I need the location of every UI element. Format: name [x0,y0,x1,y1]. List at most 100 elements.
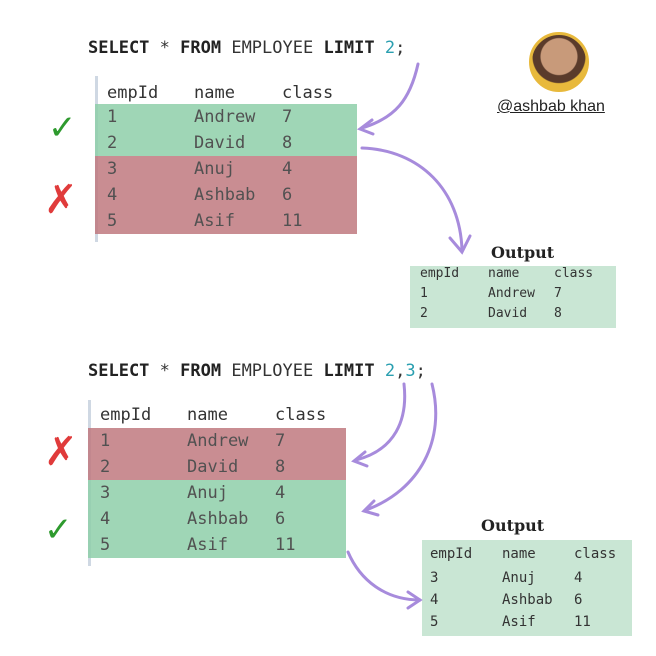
col-empid: empId [100,405,152,425]
col-empid: empId [107,83,159,103]
author-handle[interactable]: @ashbab khan [497,98,605,115]
table-row: 5 Asif 11 [88,532,346,558]
cell-empid: 4 [430,592,439,608]
check-icon: ✓ [44,510,73,550]
arrow-count-to-row3 [364,382,438,512]
table-header: empId name class [95,80,357,106]
limit-offset: 2 [384,361,396,381]
table-name: EMPLOYEE [221,38,324,58]
col-class: class [275,405,327,425]
col-name: name [194,83,235,103]
cell-empid: 2 [100,457,111,477]
limit-arg: 2 [384,38,396,58]
table-row: 1 Andrew 7 [95,104,357,130]
cell-empid: 1 [420,286,428,301]
cell-empid: 2 [420,306,428,321]
cross-icon: ✗ [44,429,78,475]
cell-class: 4 [282,159,293,179]
keyword-select: SELECT [88,361,150,381]
table-row: 2 David 8 [95,130,357,156]
cell-class: 4 [275,483,286,503]
output-table-2: empId name class 3 Anuj 4 4 Ashbab 6 5 A… [422,540,632,636]
col-class: class [574,546,617,562]
table-row: 4 Ashbab 6 [95,182,357,208]
cell-class: 4 [574,570,583,586]
cell-name: Andrew [187,431,249,451]
limit-count: 3 [405,361,416,381]
cell-class: 8 [275,457,286,477]
cell-name: David [488,306,528,321]
arrow-limit-to-row2 [360,62,420,130]
table-name: EMPLOYEE [221,361,324,381]
table-header: empId name class [88,402,346,428]
col-empid: empId [430,546,473,562]
arrow-head [356,118,375,136]
cell-empid: 5 [107,211,118,231]
col-class: class [554,266,594,281]
cell-empid: 4 [107,185,118,205]
arrow-rows-to-output [346,550,422,602]
arrow-head [351,450,369,468]
keyword-from: FROM [180,38,222,58]
table-row: 4 Ashbab 6 [88,506,346,532]
cell-name: Andrew [488,286,535,301]
cell-class: 7 [554,286,562,301]
cell-empid: 1 [107,107,118,127]
cell-class: 7 [275,431,286,451]
semicolon: ; [395,38,406,58]
cell-name: David [187,457,239,477]
cell-name: Anuj [194,159,235,179]
query-1: SELECT * FROM EMPLOYEE LIMIT 2; [88,38,405,58]
cell-empid: 4 [100,509,111,529]
table-row: 3 Anuj 4 [95,156,357,182]
avatar [529,32,589,92]
cell-name: Ashbab [194,185,256,205]
cell-name: Ashbab [187,509,249,529]
col-name: name [488,266,520,281]
semicolon: ; [415,361,426,381]
col-name: name [502,546,536,562]
cell-empid: 3 [107,159,118,179]
star: * [149,38,181,58]
cell-class: 6 [574,592,583,608]
arrow-head [448,234,472,255]
cell-name: Andrew [194,107,256,127]
keyword-limit: LIMIT [323,361,375,381]
cell-empid: 2 [107,133,118,153]
cell-class: 11 [282,211,303,231]
cell-class: 7 [282,107,293,127]
cell-empid: 5 [430,614,439,630]
arrow-row2-to-output [360,146,464,252]
arrow-head [361,499,380,517]
table-2: empId name class 1 Andrew 7 2 David 8 3 … [88,400,346,566]
arrow-head [406,590,423,610]
arrow-offset-to-row2 [354,382,407,462]
table-row: 2 David 8 [88,454,346,480]
keyword-select: SELECT [88,38,150,58]
cell-name: Asif [502,614,536,630]
cell-name: Anuj [187,483,228,503]
col-class: class [282,83,334,103]
cell-name: Anuj [502,570,536,586]
query-2: SELECT * FROM EMPLOYEE LIMIT 2,3; [88,361,426,381]
keyword-limit: LIMIT [323,38,375,58]
cell-class: 8 [282,133,293,153]
cross-icon: ✗ [44,177,78,223]
cell-empid: 3 [100,483,111,503]
col-name: name [187,405,228,425]
keyword-from: FROM [180,361,222,381]
cell-class: 11 [574,614,591,630]
cell-class: 6 [275,509,286,529]
cell-name: David [194,133,246,153]
cell-class: 8 [554,306,562,321]
col-empid: empId [420,266,460,281]
cell-class: 6 [282,185,293,205]
cell-name: Ashbab [502,592,553,608]
cell-name: Asif [187,535,228,555]
comma: , [395,361,406,381]
table-row: 5 Asif 11 [95,208,357,234]
cell-name: Asif [194,211,235,231]
star: * [149,361,181,381]
output-title: Output [481,516,545,535]
